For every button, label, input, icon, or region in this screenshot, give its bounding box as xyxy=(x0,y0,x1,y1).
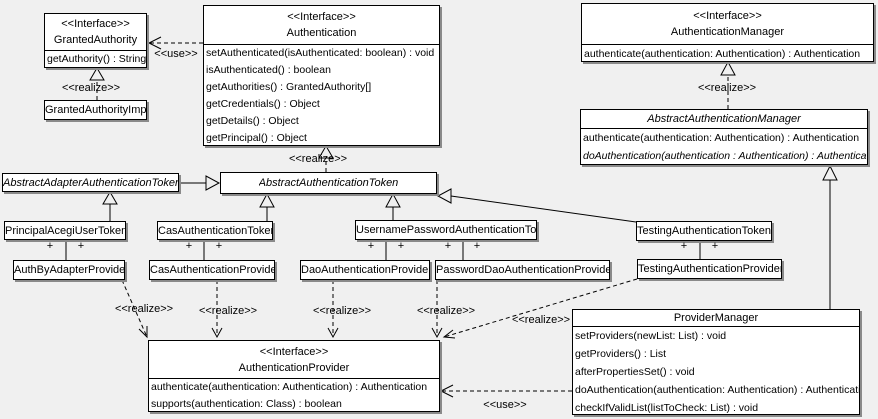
stereotype-label: <<Interface>> xyxy=(287,11,356,23)
class-abstract-adapter-authentication-token: AbstractAdapterAuthenticationToken xyxy=(2,173,179,192)
multiplicity-plus: + xyxy=(473,240,481,252)
class-abstract-authentication-token: AbstractAuthenticationToken xyxy=(220,172,437,194)
class-authentication-manager: <<Interface>> AuthenticationManager auth… xyxy=(581,3,874,62)
edge-label-use: <<use>> xyxy=(483,399,527,411)
class-authentication-provider: <<Interface>> AuthenticationProvider aut… xyxy=(148,340,440,412)
edge-label-realize: <<realize>> xyxy=(416,305,476,317)
class-name: GrantedAuthorityImpl xyxy=(45,104,146,116)
edge-label-realize: <<realize>> xyxy=(288,153,348,165)
class-name: AbstractAuthenticationToken xyxy=(258,177,399,189)
method-label: doAuthentication(authentication : Authen… xyxy=(583,150,867,162)
method-label: isAuthenticated() : boolean xyxy=(206,64,331,76)
multiplicity-plus: + xyxy=(46,240,54,252)
stereotype-label: <<Interface>> xyxy=(61,18,130,30)
class-abstract-authentication-manager: AbstractAuthenticationManager authentica… xyxy=(580,109,868,165)
class-name: TestingAuthenticationProvider xyxy=(638,263,781,275)
multiplicity-plus: + xyxy=(444,240,452,252)
edge-label-realize: <<realize>> xyxy=(511,314,571,326)
class-name: AbstractAuthenticationManager xyxy=(647,113,801,125)
edge-label-realize: <<realize>> xyxy=(697,82,757,94)
class-cas-authentication-provider: CasAuthenticationProvider xyxy=(149,260,275,280)
method-label: supports(authentication: Class) : boolea… xyxy=(151,398,342,410)
class-name: AuthByAdapterProvider xyxy=(14,264,124,276)
stereotype-label: <<Interface>> xyxy=(259,346,329,358)
class-testing-authentication-token: TestingAuthenticationToken xyxy=(636,221,772,241)
edge-label-realize: <<realize>> xyxy=(114,303,174,315)
class-name: TestingAuthenticationToken xyxy=(637,225,771,237)
method-label: getCredentials() : Object xyxy=(206,98,320,110)
class-granted-authority-impl: GrantedAuthorityImpl xyxy=(44,100,147,120)
class-name: GrantedAuthority xyxy=(53,34,138,46)
class-password-dao-authentication-provider: PasswordDaoAuthenticationProvider xyxy=(435,260,610,280)
class-principal-acegi-user-token: PrincipalAcegiUserToken xyxy=(4,221,126,240)
class-testing-authentication-provider: TestingAuthenticationProvider xyxy=(637,259,782,279)
method-label: getAuthorities() : GrantedAuthority[] xyxy=(206,81,372,93)
class-name: PasswordDaoAuthenticationProvider xyxy=(436,264,609,276)
multiplicity-plus: + xyxy=(397,240,405,252)
multiplicity-plus: + xyxy=(367,240,375,252)
method-label: authenticate(authentication: Authenticat… xyxy=(583,132,860,144)
class-name: AbstractAdapterAuthenticationToken xyxy=(3,176,178,189)
class-name: AuthenticationProvider xyxy=(238,362,350,374)
class-authentication: <<Interface>> Authentication setAuthenti… xyxy=(203,5,440,146)
method-label: setAuthenticated(isAuthenticated: boolea… xyxy=(206,47,435,59)
class-name: Authentication xyxy=(286,27,357,39)
method-label: getPrincipal() : Object xyxy=(206,132,307,144)
edge-label-realize: <<realize>> xyxy=(61,82,121,94)
method-label: getProviders() : List xyxy=(575,348,667,360)
class-dao-authentication-provider: DaoAuthenticationProvider xyxy=(300,260,430,280)
method-label: getAuthority() : String xyxy=(47,53,146,65)
multiplicity-plus: + xyxy=(185,240,193,252)
class-name: PrincipalAcegiUserToken xyxy=(5,224,125,237)
class-name: CasAuthenticationToken xyxy=(158,224,272,237)
class-name: ProviderManager xyxy=(673,312,759,324)
method-label: checkIfValidList(listToCheck: List) : vo… xyxy=(575,402,759,414)
method-label: authenticate(authentication: Authenticat… xyxy=(151,381,428,393)
class-provider-manager: ProviderManager setProviders(newList: Li… xyxy=(572,309,860,415)
method-label: afterPropertiesSet() : void xyxy=(575,366,695,378)
multiplicity-plus: + xyxy=(215,240,223,252)
class-name: UsernamePasswordAuthenticationToken xyxy=(356,224,536,236)
method-label: doAuthentication(authentication: Authent… xyxy=(575,384,859,396)
edge-label-use: <<use>> xyxy=(154,48,198,60)
class-granted-authority: <<Interface>> GrantedAuthority getAuthor… xyxy=(44,13,147,68)
multiplicity-plus: + xyxy=(680,240,688,252)
class-username-password-authentication-token: UsernamePasswordAuthenticationToken xyxy=(355,220,537,240)
class-name: DaoAuthenticationProvider xyxy=(301,264,429,276)
multiplicity-plus: + xyxy=(77,240,85,252)
class-cas-authentication-token: CasAuthenticationToken xyxy=(157,221,273,240)
edge-label-realize: <<realize>> xyxy=(312,305,372,317)
class-name: CasAuthenticationProvider xyxy=(150,264,274,276)
class-name: AuthenticationManager xyxy=(670,26,785,38)
stereotype-label: <<Interface>> xyxy=(693,10,762,22)
method-label: getDetails() : Object xyxy=(206,115,299,127)
method-label: authenticate(authentication: Authenticat… xyxy=(584,48,861,60)
method-label: setProviders(newList: List) : void xyxy=(575,330,727,342)
multiplicity-plus: + xyxy=(711,240,719,252)
class-auth-by-adapter-provider: AuthByAdapterProvider xyxy=(13,260,125,280)
edge-label-realize: <<realize>> xyxy=(198,305,258,317)
